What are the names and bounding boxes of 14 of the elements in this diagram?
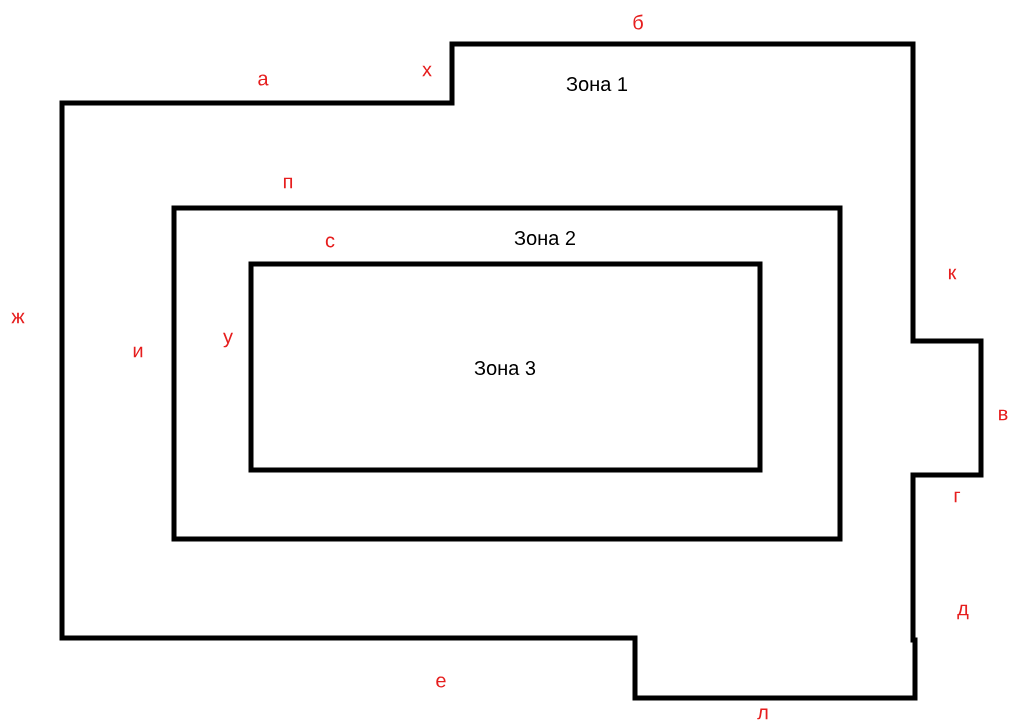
letter-label: д [957,604,969,620]
letter-label: г [954,491,961,503]
letter-label: и [133,346,143,358]
letter-label: в [999,409,1008,421]
letter-label: п [283,177,293,189]
letter-label: ж [11,312,25,324]
letter-label: к [948,268,957,280]
zone-outline: Зона 3 [248,261,763,473]
letter-label: е [436,676,446,688]
letter-label: л [757,708,768,720]
letter-label: х [422,65,432,77]
letter-label: у [223,332,233,348]
letter-label: а [258,74,269,86]
letter-label: б [633,14,643,30]
